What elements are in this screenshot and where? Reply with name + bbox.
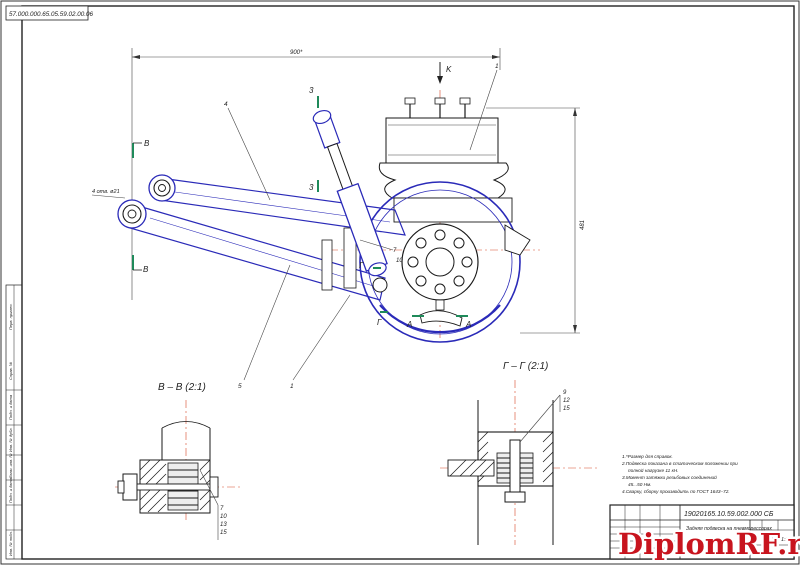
section-gg-title: Г – Г (2:1) <box>503 361 548 372</box>
part-1-top: 1 <box>495 63 499 70</box>
note-3: полной нагрузке 11 кН. <box>628 467 679 473</box>
shock-absorber <box>312 109 388 277</box>
drawing-scale: 1:2 <box>781 537 789 543</box>
section-gg: Г – Г (2:1) 9 12 15 <box>440 361 600 545</box>
drawing-mass: 110 <box>764 537 774 543</box>
strip-label-5: Взам. инв. № <box>8 453 13 478</box>
section-3-top: 3 <box>309 86 314 95</box>
note-6: 4.Сварку, сборку производить по ГОСТ 164… <box>622 489 730 494</box>
bb-callout-7: 7 <box>220 506 224 512</box>
drawing-letter: у <box>752 537 757 543</box>
note-4: 3.Момент затяжки резьбовых соединений <box>622 474 717 480</box>
section-a-bottom: B <box>143 265 149 274</box>
part-1-bottom: 1 <box>290 383 294 390</box>
bb-callout-13: 13 <box>220 522 227 528</box>
bb-callout-15: 15 <box>220 530 227 536</box>
strip-label-1: Перв. примен. <box>8 303 13 330</box>
main-view: 900* 481 K <box>91 48 586 390</box>
callout-10: 10 <box>396 258 403 264</box>
watermark: DiplomRF.ru DiplomRF.ru <box>616 525 800 564</box>
title-block: 19020165.10.59.002.000 СБ Задняя подвеск… <box>609 504 795 560</box>
top-stamp: 57.000.000.65.05.59.02.00.06 <box>5 5 94 21</box>
section-b-top: Г <box>359 261 364 270</box>
strip-label-4: Инв. № дубл. <box>8 427 13 452</box>
note-1: 1.*Размер для справок. <box>622 454 673 459</box>
strip-label-6: Подп. и дата <box>8 477 13 503</box>
technical-notes: 1.*Размер для справок. 2.Подвеска показа… <box>621 454 738 494</box>
left-strip: Перв. примен. Справ. № Подп. и дата Инв.… <box>5 284 23 560</box>
hub-bolt-circle <box>407 229 473 295</box>
drawing-code: 19020165.10.59.002.000 СБ <box>684 511 774 518</box>
part-5: 5 <box>238 383 242 390</box>
gg-callout-15: 15 <box>563 406 570 412</box>
dim-900: 900* <box>290 50 303 56</box>
inner-frame <box>21 5 795 560</box>
strip-label-7: Инв. № подл. <box>8 531 13 556</box>
section-a-top: B <box>144 139 150 148</box>
holes-note: 4 отв. ø21 <box>92 189 120 195</box>
gg-callout-9: 9 <box>563 390 567 396</box>
gg-callout-12: 12 <box>563 398 570 404</box>
section-g-right: A <box>465 320 471 329</box>
section-bb: B – B (2:1) 7 10 13 15 <box>115 382 240 540</box>
section-bb-title: B – B (2:1) <box>158 382 206 393</box>
note-5: 45...50 Нм. <box>628 482 652 487</box>
stamp-code: 57.000.000.65.05.59.02.00.06 <box>9 11 94 18</box>
part-4: 4 <box>224 101 228 108</box>
view-k-label: K <box>446 65 452 74</box>
bb-callout-10: 10 <box>220 514 227 520</box>
watermark-outline: DiplomRF.ru <box>618 527 800 561</box>
note-2: 2.Подвеска показана в статическом положе… <box>621 461 738 466</box>
section-b-bottom: Г <box>377 318 382 327</box>
section-g-left: A <box>406 320 412 329</box>
strip-label-2: Справ. № <box>8 361 13 380</box>
callout-7: 7 <box>393 248 397 254</box>
dim-481: 481 <box>580 220 586 230</box>
section-3-bottom: 3 <box>309 183 314 192</box>
strip-label-3: Подп. и дата <box>8 394 13 420</box>
drawing-name: Задняя подвеска на пневморессорах <box>686 526 772 532</box>
watermark-text: DiplomRF.ru <box>618 527 800 561</box>
